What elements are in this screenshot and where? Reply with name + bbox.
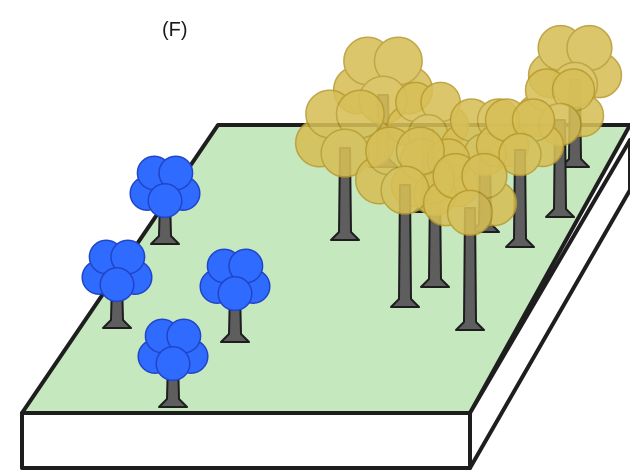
blue-tree-group [81,155,271,408]
tree-canopy [475,98,565,177]
slab-side-face [468,138,630,470]
tree-canopy [422,152,518,236]
tree-canopy [137,318,209,382]
blue-tree-icon [199,248,271,343]
tree-canopy [386,81,470,155]
blue-tree-icon [81,239,153,329]
gold-tree-icon [386,81,470,213]
blue-tree-icon [137,318,209,408]
tree-canopy [354,126,456,215]
tree-canopy [199,248,271,312]
tree-canopy [81,239,153,303]
gold-tree-icon [422,152,518,331]
gold-tree-group [294,24,623,331]
slab-front-face [20,411,472,470]
panel-label: (F) [162,19,188,41]
gold-tree-icon [475,98,565,248]
gold-tree-icon [354,126,456,308]
blue-tree-icon [129,155,201,245]
tree-canopy [129,155,201,219]
